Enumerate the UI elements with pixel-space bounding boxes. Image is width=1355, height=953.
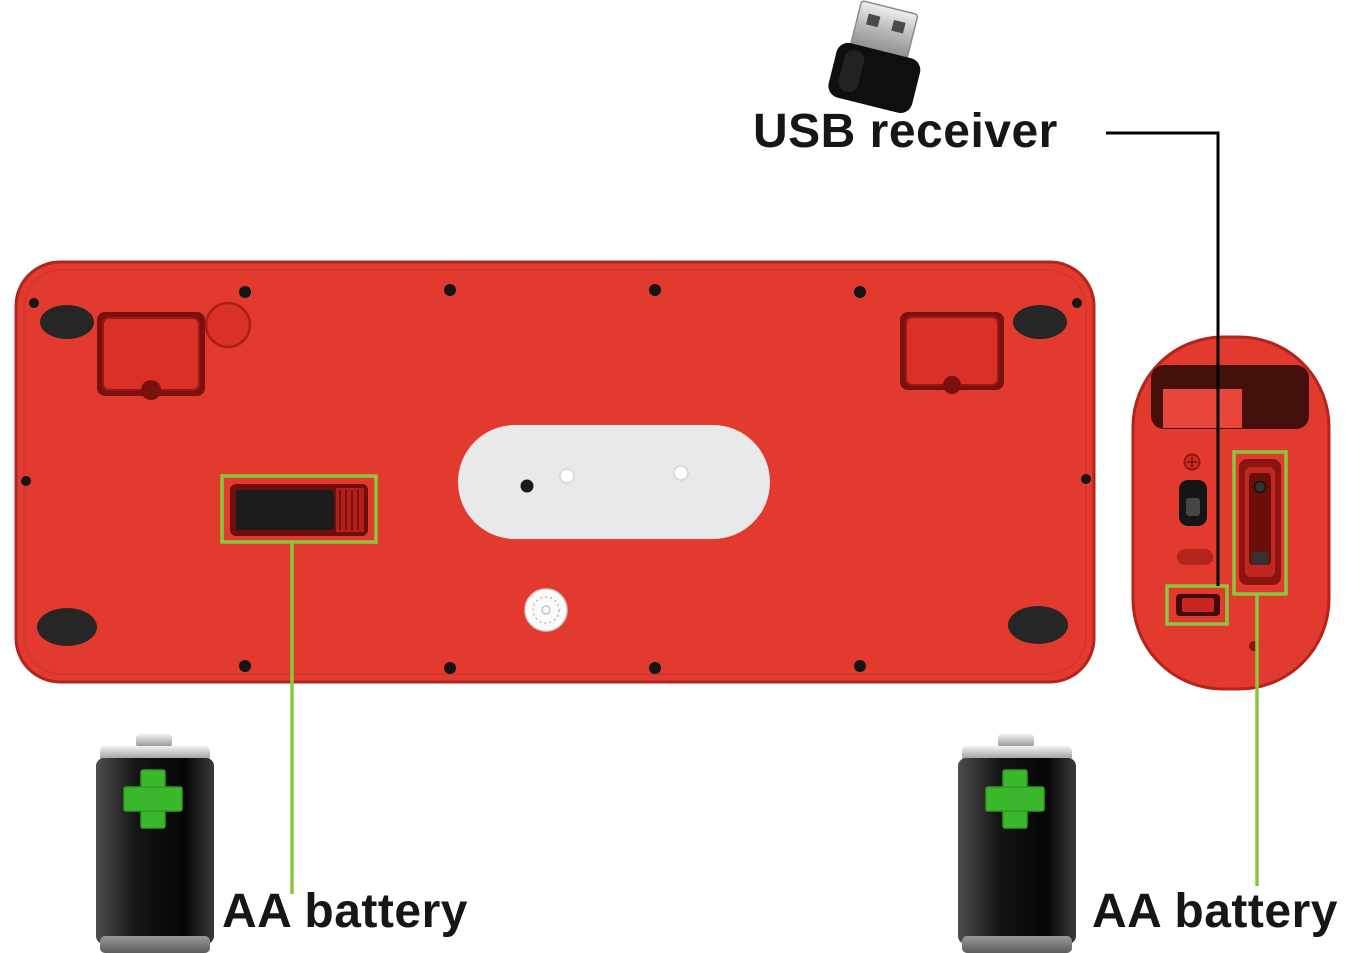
mouse-bottom-image xyxy=(1131,335,1331,691)
aa-battery-right-image xyxy=(958,734,1076,953)
aa-battery-left-image xyxy=(96,734,214,953)
keyboard-info-oval xyxy=(458,425,770,539)
usb-receiver-image xyxy=(828,0,921,113)
keyboard-battery-label: AA battery xyxy=(222,885,468,938)
keyboard-bottom-image xyxy=(14,260,1096,684)
keyboard-battery-compartment xyxy=(230,484,368,536)
mouse-receiver-slot-highlight-box xyxy=(1165,584,1229,626)
mouse-battery-compartment xyxy=(1239,459,1281,585)
battery-plus-icon xyxy=(123,769,183,829)
usb-receiver-label: USB receiver xyxy=(753,105,1058,158)
mouse-battery-label: AA battery xyxy=(1092,885,1338,938)
mouse-small-slot xyxy=(1177,549,1213,565)
keyboard-round-recess-ring xyxy=(204,301,252,349)
keyboard-flip-foot-right xyxy=(900,312,1004,394)
keyboard-flip-foot-left xyxy=(97,312,205,400)
mouse-receiver-storage-slot xyxy=(1176,594,1220,616)
keyboard-battery-highlight-box xyxy=(220,474,378,544)
mouse-battery-highlight-box xyxy=(1232,450,1288,596)
mouse-power-switch xyxy=(1179,480,1207,526)
mouse-screw xyxy=(1183,453,1201,471)
callout-line-usb-receiver xyxy=(1106,131,1220,586)
keyboard-rubber-feet xyxy=(37,305,1068,646)
keyboard-sticker xyxy=(524,588,568,632)
keyboard-screws xyxy=(21,284,1091,674)
battery-plus-icon xyxy=(985,769,1045,829)
mouse-top-red-panel xyxy=(1163,389,1242,428)
